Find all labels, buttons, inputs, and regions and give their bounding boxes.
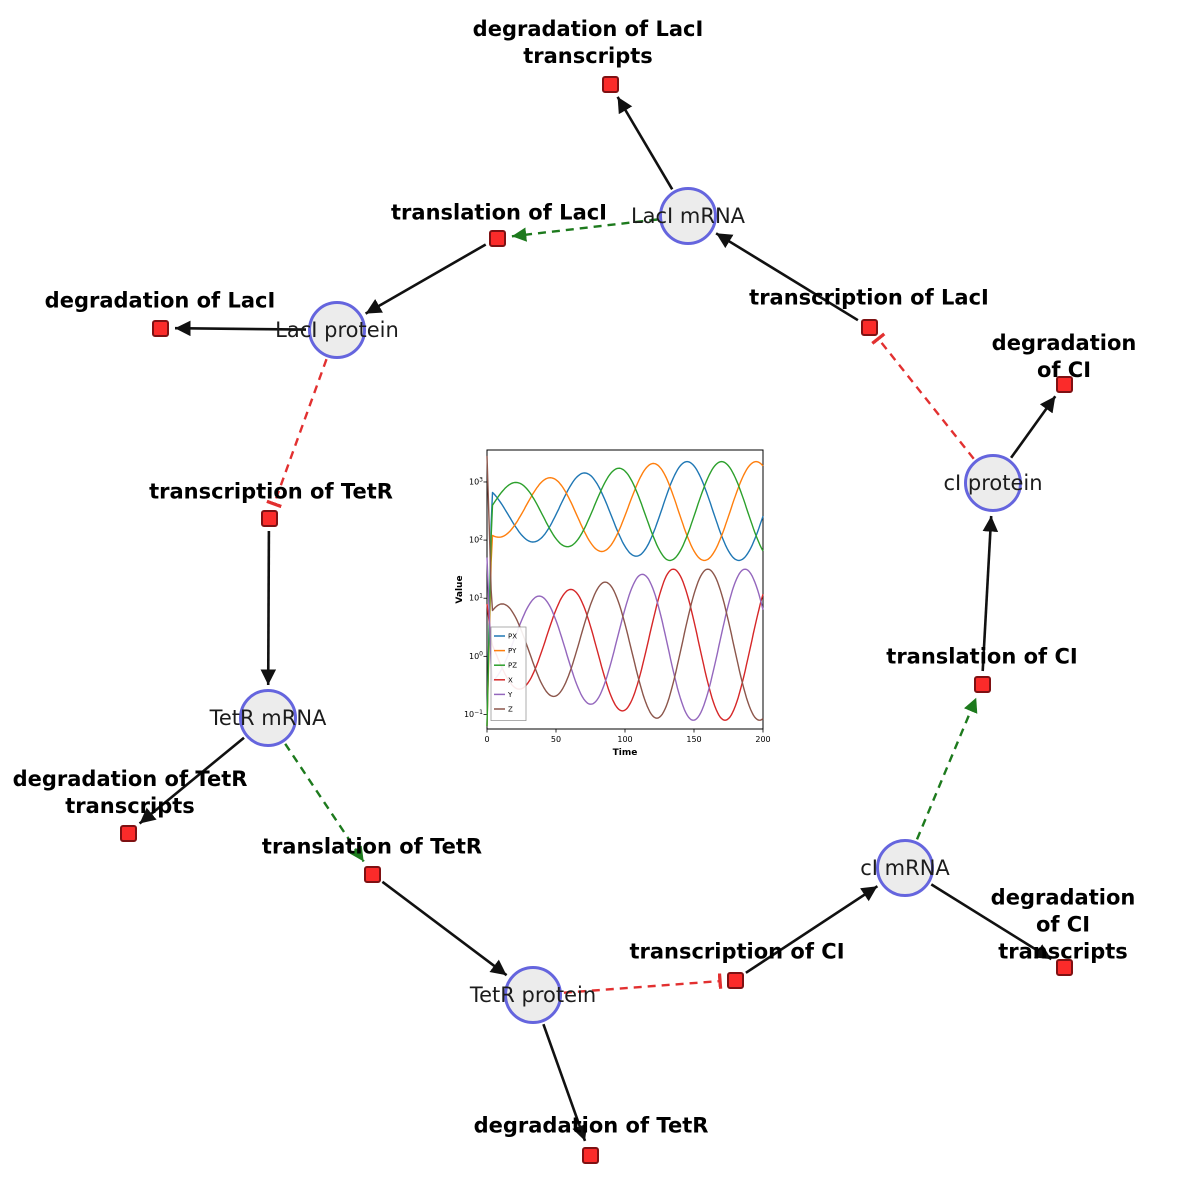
label-rx_deg_tetr_tx: degradation of TetR transcripts	[12, 767, 248, 818]
series-line-PX	[486, 460, 764, 727]
legend-label-Y: Y	[507, 691, 513, 699]
legend-label-PX: PX	[508, 633, 517, 641]
y-tick-label: 103	[469, 476, 483, 486]
species-node-ci_protein	[964, 454, 1022, 512]
y-axis-label: Value	[455, 575, 465, 603]
x-tick-label: 0	[484, 735, 489, 744]
x-tick-label: 100	[617, 735, 632, 744]
reaction-node-rx_deg_ci_tx	[1055, 958, 1073, 976]
reaction-node-rx_transcription_laci	[860, 318, 878, 336]
reaction-node-rx_deg_laci_tx	[601, 75, 619, 93]
series-line-PY	[486, 460, 764, 727]
x-tick-label: 50	[551, 735, 561, 744]
reaction-node-rx_deg_tetr	[581, 1146, 599, 1164]
reaction-node-rx_deg_ci	[1055, 375, 1073, 393]
species-node-laci_mrna	[659, 187, 717, 245]
label-rx_transcription_tetr: transcription of TetR	[149, 479, 393, 504]
label-rx_deg_tetr: degradation of TetR	[473, 1113, 709, 1138]
label-rx_transcription_ci: transcription of CI	[629, 939, 845, 964]
edge-production-rx_transcription_tetr-tetr_mrna	[260, 530, 277, 686]
label-laci_mrna: LacI mRNA	[630, 204, 746, 228]
reaction-node-rx_deg_laci	[151, 319, 169, 337]
edge-production-rx_translation_laci-laci_protein	[364, 243, 487, 315]
label-tetr_mrna: TetR mRNA	[209, 706, 327, 730]
series-line-PZ	[486, 460, 764, 727]
label-tetr_protein: TetR protein	[469, 983, 597, 1007]
species-node-ci_mrna	[876, 839, 934, 897]
label-ci_protein: cI protein	[943, 471, 1043, 495]
reaction-node-rx_transcription_tetr	[260, 509, 278, 527]
species-node-tetr_protein	[504, 966, 562, 1024]
x-tick-label: 150	[686, 735, 701, 744]
species-node-laci_protein	[308, 301, 366, 359]
label-laci_protein: LacI protein	[275, 318, 399, 342]
y-tick-label: 101	[469, 593, 483, 603]
reaction-node-rx_deg_tetr_tx	[119, 824, 137, 842]
edge-production-rx_translation_tetr-tetr_protein	[381, 880, 508, 977]
y-tick-label: 100	[469, 651, 483, 661]
legend-label-X: X	[508, 676, 513, 684]
reaction-node-rx_transcription_ci	[726, 971, 744, 989]
legend-label-PY: PY	[508, 647, 517, 655]
y-tick-label: 10−1	[464, 709, 483, 719]
label-rx_translation_laci: translation of LacI	[391, 200, 607, 225]
series-line-Z	[486, 455, 764, 721]
label-rx_transcription_laci: transcription of LacI	[749, 285, 989, 310]
legend-box	[490, 626, 527, 721]
x-axis-label: Time	[613, 748, 638, 758]
reaction-node-rx_translation_laci	[488, 229, 506, 247]
label-rx_deg_laci_tx: degradation of LacI transcripts	[472, 17, 704, 68]
x-tick-label: 200	[755, 735, 770, 744]
label-rx_deg_laci: degradation of LacI	[44, 288, 276, 313]
label-rx_deg_ci: degradation of CI	[991, 331, 1137, 382]
reaction-node-rx_translation_tetr	[363, 865, 381, 883]
label-rx_translation_tetr: translation of TetR	[261, 834, 483, 859]
plot-border	[486, 449, 764, 730]
y-tick-label: 102	[469, 534, 483, 544]
species-node-tetr_mrna	[239, 689, 297, 747]
label-rx_translation_ci: translation of CI	[886, 644, 1078, 669]
edge-consumption-laci_mrna-rx_deg_laci_tx	[616, 96, 674, 190]
edge-consumption-ci_protein-rx_deg_ci	[1010, 395, 1057, 459]
label-ci_mrna: cI mRNA	[860, 856, 950, 880]
label-rx_deg_ci_tx: degradation of CI transcripts	[990, 885, 1136, 964]
legend-label-Z: Z	[508, 706, 513, 714]
reaction-node-rx_translation_ci	[973, 675, 991, 693]
series-line-Y	[486, 557, 764, 721]
legend-label-PZ: PZ	[508, 662, 517, 670]
edge-inhibition-ci_protein-rx_transcription_laci	[871, 332, 975, 460]
series-line-X	[486, 568, 764, 721]
edge-modifier-ci_mrna-rx_translation_ci	[915, 697, 978, 840]
